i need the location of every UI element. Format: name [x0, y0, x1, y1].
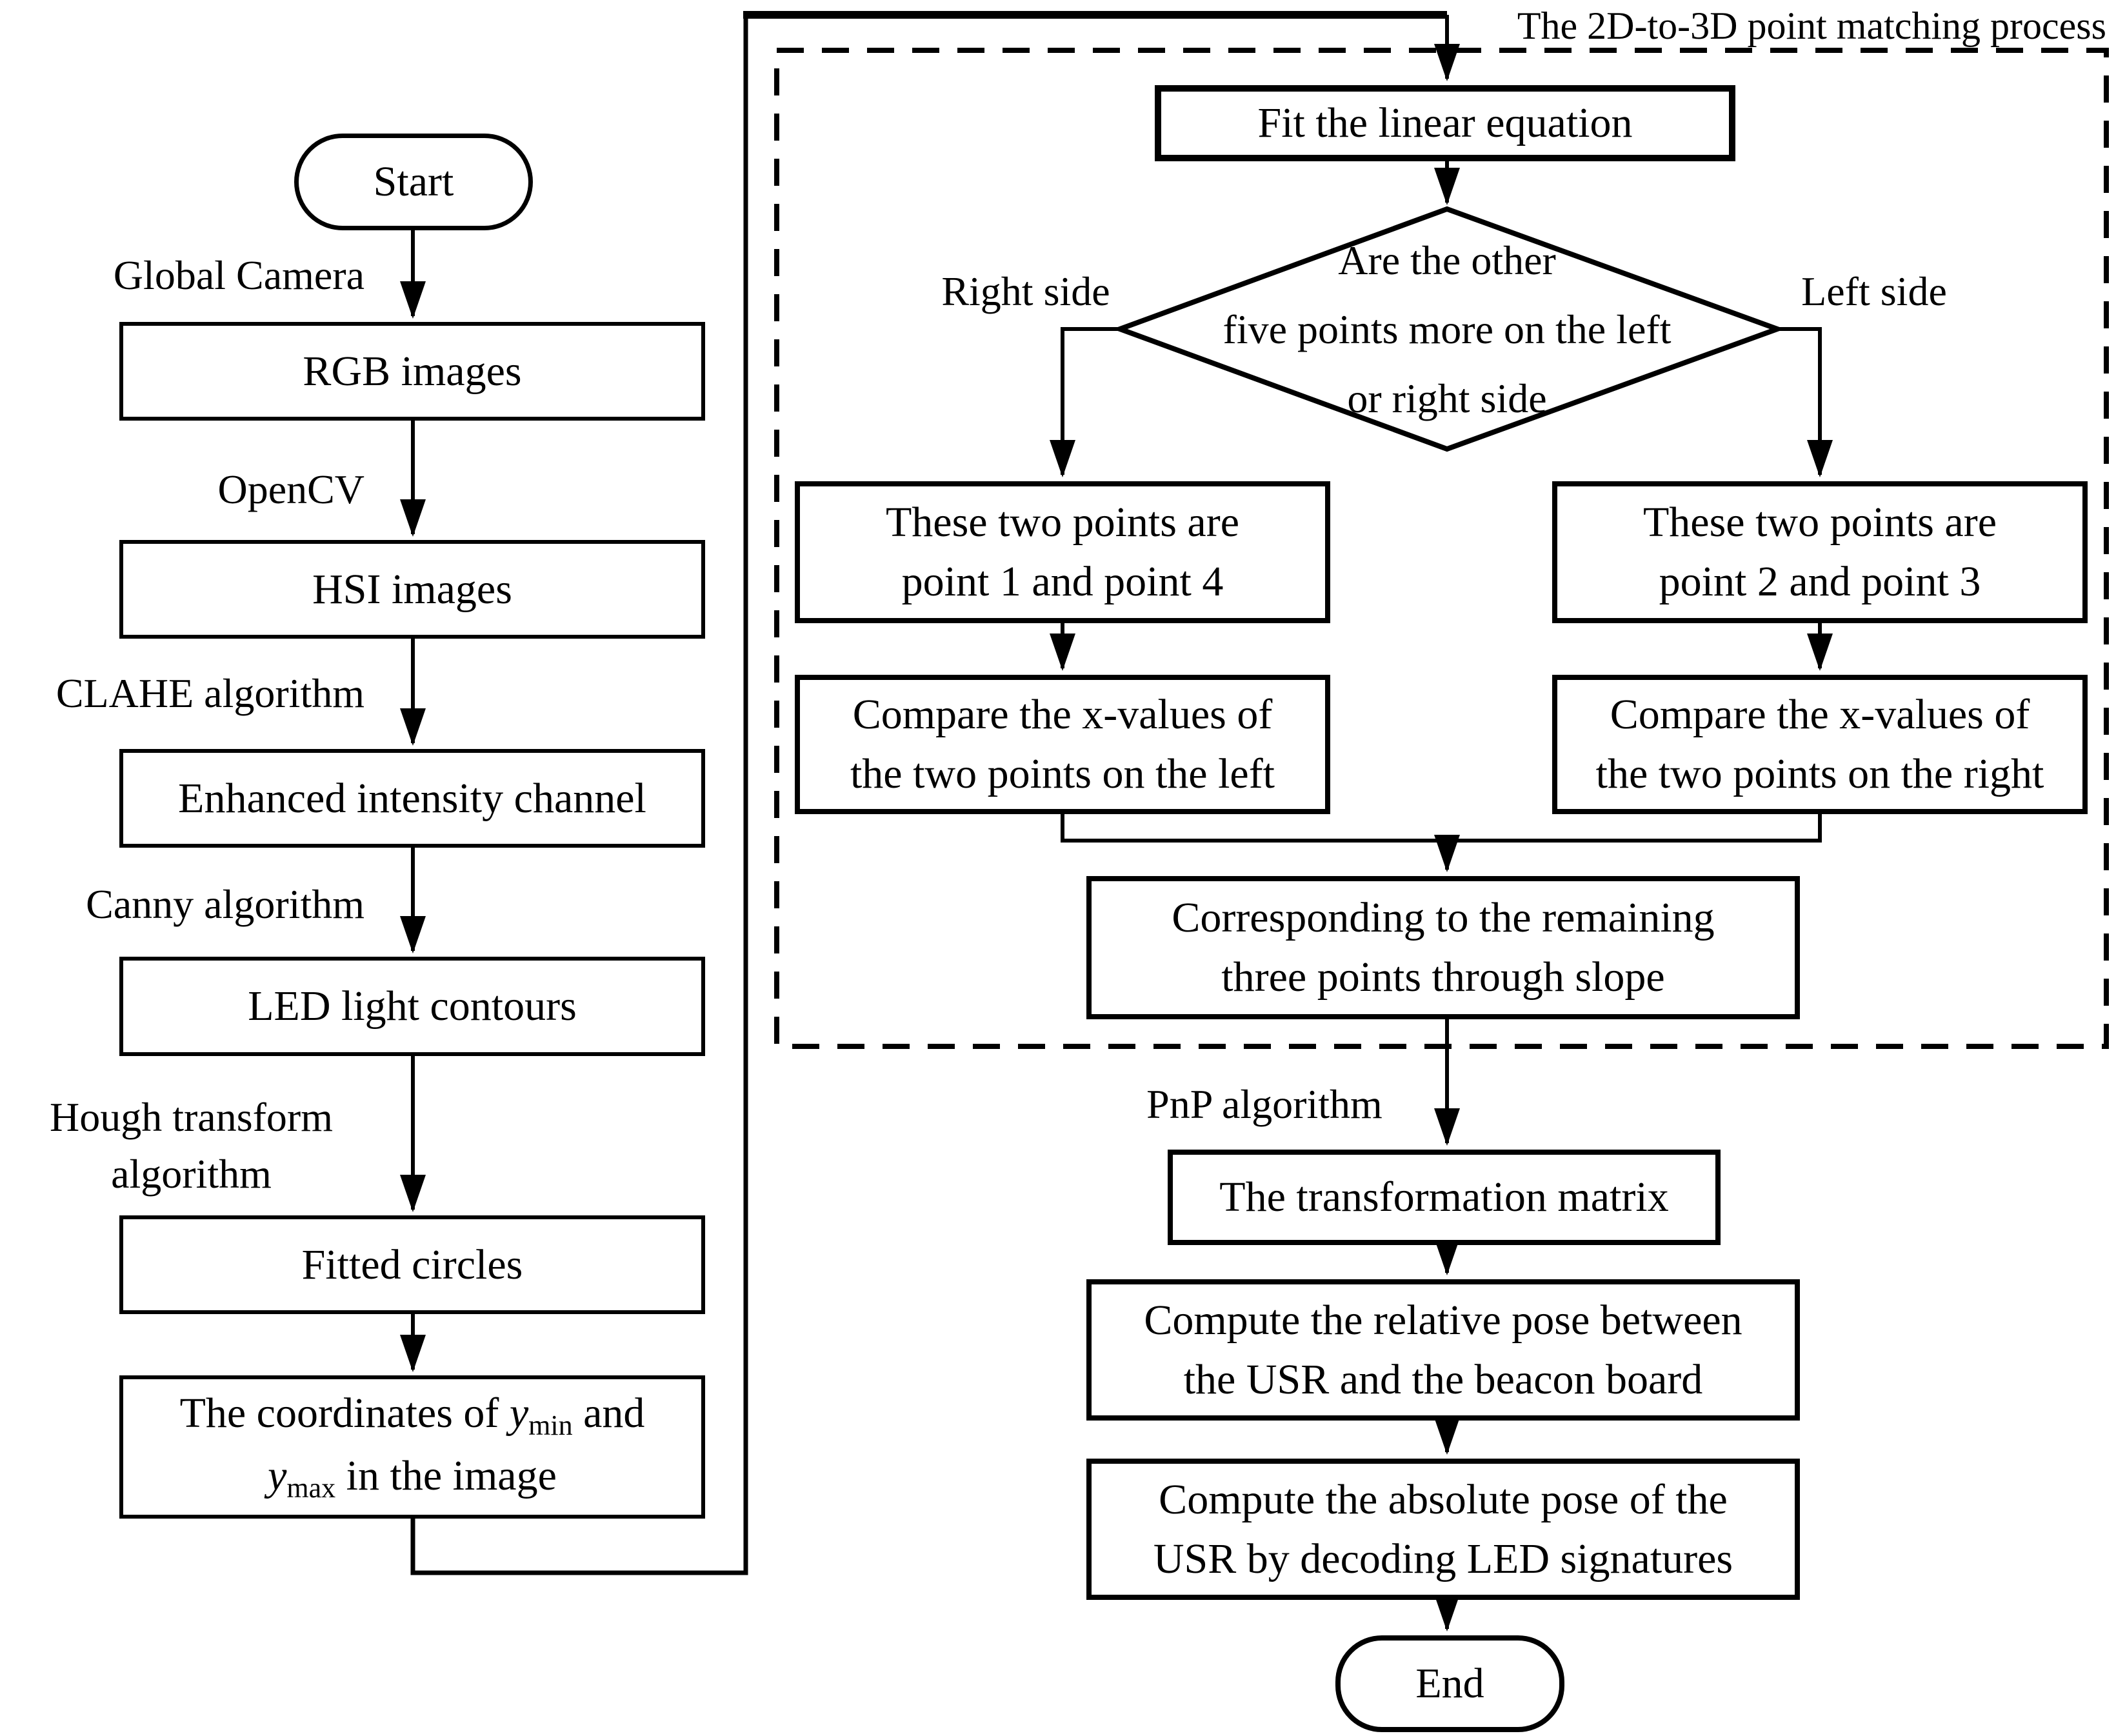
rgb-images-box: RGB images: [119, 322, 705, 421]
enhanced-intensity-label: Enhanced intensity channel: [178, 774, 646, 822]
connector-coords-to-top: [410, 15, 748, 1575]
corresponding-line1: Corresponding to the remaining: [1172, 894, 1715, 941]
corresponding-line2: three points through slope: [1221, 953, 1665, 1001]
rgb-images-label: RGB images: [303, 347, 522, 395]
diamond-shape: [1112, 206, 1785, 452]
points-1-4-box: These two points are point 1 and point 4: [795, 481, 1330, 623]
coordinates-box: The coordinates of ymin and ymax in the …: [119, 1375, 705, 1519]
relative-pose-line2: the USR and the beacon board: [1183, 1355, 1703, 1403]
merge-connector: [1061, 814, 1822, 843]
fit-linear-equation-label: Fit the linear equation: [1257, 99, 1633, 146]
compare-right-line2: the two points on the right: [1595, 750, 2044, 797]
points-2-3-box: These two points are point 2 and point 3: [1552, 481, 2088, 623]
diamond-line1: Are the other: [1338, 237, 1556, 283]
diamond-question-text: Are the other five points more on the le…: [1124, 215, 1770, 443]
edge-label-canny: Canny algorithm: [86, 881, 364, 927]
absolute-pose-line2: USR by decoding LED signatures: [1153, 1535, 1733, 1582]
edge-label-opencv: OpenCV: [217, 466, 364, 512]
fitted-circles-box: Fitted circles: [119, 1215, 705, 1314]
fit-linear-equation-box: Fit the linear equation: [1155, 85, 1735, 161]
relative-pose-line1: Compute the relative pose between: [1144, 1296, 1742, 1344]
diamond-line2: five points more on the left: [1223, 306, 1672, 352]
absolute-pose-box: Compute the absolute pose of the USR by …: [1086, 1459, 1800, 1600]
compare-left-line2: the two points on the left: [850, 750, 1275, 797]
led-contours-box: LED light contours: [119, 957, 705, 1056]
transformation-matrix-label: The transformation matrix: [1219, 1173, 1669, 1221]
edge-label-hough: Hough transform algorithm: [13, 1089, 370, 1202]
matching-region-dashed-border: [774, 48, 2109, 1049]
branch-left-side: [1777, 327, 1833, 477]
edge-label-hough-line1: Hough transform: [49, 1094, 334, 1140]
points-2-3-line2: point 2 and point 3: [1659, 558, 1981, 605]
corresponding-box: Corresponding to the remaining three poi…: [1086, 876, 1800, 1019]
edge-label-hough-line2: algorithm: [111, 1151, 272, 1197]
branch-label-right-side: Right side: [941, 268, 1110, 314]
edge-label-clahe: CLAHE algorithm: [55, 670, 364, 716]
coordinates-line2: ymax in the image: [268, 1452, 557, 1504]
relative-pose-box: Compute the relative pose between the US…: [1086, 1279, 1800, 1421]
compare-left-line1: Compare the x-values of: [852, 691, 1273, 738]
points-1-4-line2: point 1 and point 4: [901, 558, 1224, 605]
fitted-circles-label: Fitted circles: [301, 1241, 523, 1288]
hsi-images-label: HSI images: [312, 565, 512, 613]
coordinates-line1: The coordinates of ymin and: [179, 1390, 645, 1441]
enhanced-intensity-box: Enhanced intensity channel: [119, 749, 705, 848]
edge-label-global-camera: Global Camera: [113, 252, 364, 298]
led-contours-label: LED light contours: [248, 983, 577, 1030]
compare-right-box: Compare the x-values of the two points o…: [1552, 675, 2088, 814]
points-1-4-line1: These two points are: [885, 499, 1239, 546]
start-terminal: Start: [294, 134, 533, 230]
diamond-line3: or right side: [1347, 375, 1547, 421]
matching-process-title: The 2D-to-3D point matching process: [1517, 5, 2106, 47]
start-label: Start: [373, 158, 454, 205]
branch-right-side: [1050, 327, 1120, 477]
hsi-images-box: HSI images: [119, 540, 705, 639]
end-terminal: End: [1335, 1635, 1564, 1732]
transformation-matrix-box: The transformation matrix: [1168, 1150, 1721, 1245]
compare-right-line1: Compare the x-values of: [1610, 691, 2030, 738]
branch-label-left-side: Left side: [1801, 268, 1947, 314]
points-2-3-line1: These two points are: [1642, 499, 1997, 546]
edge-label-pnp: PnP algorithm: [1146, 1081, 1382, 1127]
end-label: End: [1415, 1660, 1484, 1707]
compare-left-box: Compare the x-values of the two points o…: [795, 675, 1330, 814]
absolute-pose-line1: Compute the absolute pose of the: [1159, 1475, 1728, 1523]
